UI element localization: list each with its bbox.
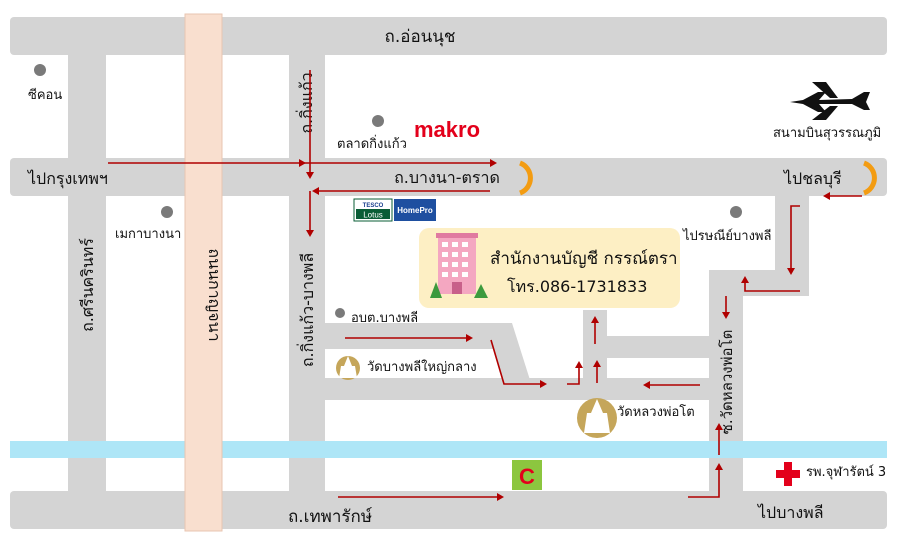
arrowhead-icon (312, 187, 319, 195)
arrowhead-icon (306, 172, 314, 179)
arrowhead-icon (643, 381, 650, 389)
route-arrow (688, 470, 720, 498)
arrowhead-icon (722, 312, 730, 319)
road-thepharak (10, 491, 887, 529)
bigc-text: C (519, 464, 535, 489)
arrowhead-icon (490, 159, 497, 167)
label-road-bangna-trat: ถ.บางนา-ตราด (394, 168, 500, 187)
road-kingkaew (289, 55, 325, 491)
arrowhead-icon (715, 463, 723, 470)
homepro-text: HomePro (397, 206, 433, 215)
road-bangna-trat (10, 158, 887, 196)
arrowhead-icon (497, 493, 504, 501)
tesco-lotus-logo: TESCO Lotus (353, 198, 393, 222)
arrowhead-icon (466, 334, 473, 342)
arrowhead-icon (787, 268, 795, 275)
tesco-text: TESCO (363, 203, 384, 209)
homepro-logo: HomePro (394, 199, 436, 221)
airplane-icon (790, 82, 870, 120)
temple-icon (577, 398, 617, 438)
arrowhead-icon (540, 380, 547, 388)
road-office-east (604, 336, 709, 358)
arrowhead-icon (823, 192, 830, 200)
office-name: สำนักงานบัญชี กรรณ์ตรา (490, 249, 678, 269)
label-abt-bangphli: อบต.บางพลี (351, 310, 418, 326)
seacon-marker-icon (34, 64, 46, 76)
arrowhead-icon (575, 361, 583, 368)
arrowhead-icon (715, 423, 723, 430)
road-local-upper (325, 323, 497, 349)
uturn-icon (862, 160, 877, 196)
arrow-heads (299, 159, 830, 501)
label-post-office: ไปรษณีย์บางพลี (682, 228, 771, 244)
uturn-icon (518, 160, 533, 196)
label-to-chonburi: ไปชลบุรี (782, 169, 842, 189)
office-phone: โทร.086-1731833 (507, 277, 647, 296)
label-airport: สนามบินสุวรรณภูมิ (773, 126, 881, 141)
route-arrow (790, 205, 800, 268)
label-kingkaew-market: ตลาดกิ่งแก้ว (337, 135, 407, 152)
label-road-srinakarin: ถ.ศรีนครินทร์ (78, 238, 97, 332)
market-marker-icon (372, 115, 384, 127)
road-local-diagonal (485, 323, 530, 380)
temple-icon (336, 356, 360, 380)
label-seacon: ซีคอน (28, 87, 62, 103)
lotus-text: Lotus (363, 211, 383, 220)
canal (10, 441, 887, 458)
label-mega-bangna: เมกาบางนา (115, 227, 181, 242)
route-arrow (744, 283, 800, 292)
bigc-logo: C (512, 460, 542, 490)
label-road-onnut: ถ.อ่อนนุช (385, 27, 456, 47)
label-to-bangphli: ไปบางพลี (756, 503, 824, 522)
building-icon (430, 233, 488, 298)
road-kanchanaphisek (184, 13, 223, 532)
arrowhead-icon (591, 316, 599, 323)
abt-marker-icon (335, 308, 345, 318)
arrowhead-icon (306, 230, 314, 237)
road-connector (709, 270, 809, 296)
mega-bangna-marker-icon (161, 206, 173, 218)
route-arrow (490, 339, 540, 385)
label-road-soi-wat-luang-pho-to: ซ.วัดหลวงพ่อโต (718, 330, 736, 435)
label-wat-luang-pho-to: วัดหลวงพ่อโต (617, 404, 695, 420)
route-arrow (567, 368, 580, 385)
arrowhead-icon (299, 159, 306, 167)
post-office-marker-icon (730, 206, 742, 218)
office-info-box (419, 228, 680, 308)
label-road-thepharak: ถ.เทพารักษ์ (288, 507, 373, 527)
road-onnut (10, 17, 887, 55)
arrowhead-icon (741, 276, 749, 283)
road-srinakarin (68, 55, 106, 491)
label-road-kanchanaphisek: ถนนกาญจนา (205, 248, 224, 341)
hospital-cross-icon (776, 462, 800, 486)
label-road-kingkaew-bangphli: ถ.กิ่งแก้ว-บางพลี (296, 253, 317, 367)
label-hospital: รพ.จุฬารัตน์ 3 (806, 464, 886, 480)
label-wat-bangphli-yai-klang: วัดบางพลีใหญ่กลาง (367, 359, 477, 375)
label-road-kingkaew-top: ถ.กิ่งแก้ว (295, 72, 316, 133)
makro-logo: makro (414, 117, 480, 142)
label-to-bangkok: ไปกรุงเทพฯ (26, 169, 108, 189)
road-local-lower (325, 378, 709, 400)
arrowhead-icon (593, 360, 601, 367)
route-arrows (108, 70, 862, 498)
